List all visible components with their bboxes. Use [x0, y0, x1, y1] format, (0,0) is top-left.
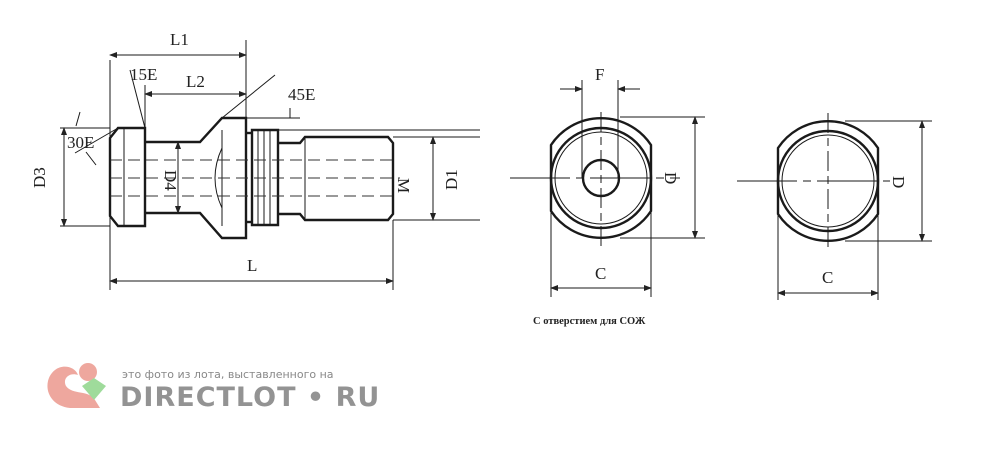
- label-d1: D1: [442, 169, 461, 190]
- label-l2: L2: [186, 72, 205, 91]
- label-d4: D4: [161, 170, 180, 191]
- label-l1: L1: [170, 30, 189, 49]
- watermark-logo: [47, 363, 106, 408]
- front-view-plain: D C: [737, 113, 932, 300]
- label-d: D: [661, 172, 680, 184]
- label-d3: D3: [30, 167, 49, 188]
- label-d: D: [889, 176, 908, 188]
- label-15e: 15E: [130, 65, 157, 84]
- watermark-text: это фото из лота, выставленного на: [122, 368, 334, 381]
- watermark-brand: DIRECTLOT • RU: [120, 382, 381, 413]
- label-c: C: [595, 264, 606, 283]
- caption-coolant: С отверстием для СОЖ: [533, 316, 646, 327]
- label-l: L: [247, 256, 257, 275]
- label-c: C: [822, 268, 833, 287]
- side-view: L1 15E L2 45E 30E D3 D4 M D1 L: [30, 30, 480, 290]
- label-30e: 30E: [67, 133, 94, 152]
- label-f: F: [595, 65, 604, 84]
- label-m: M: [394, 178, 413, 193]
- front-view-coolant: F D C: [510, 65, 705, 297]
- label-45e: 45E: [288, 85, 315, 104]
